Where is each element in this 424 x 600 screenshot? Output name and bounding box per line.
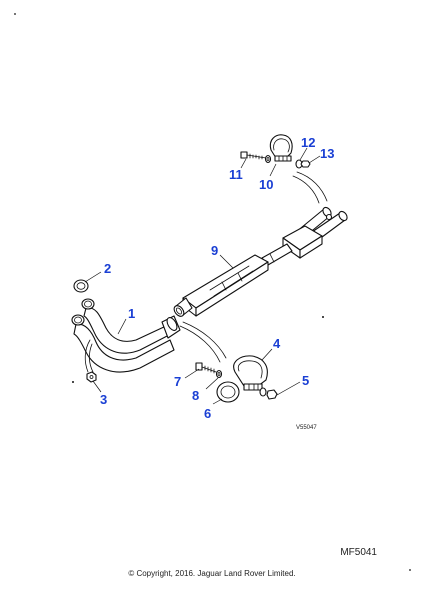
part-11-bolt bbox=[240, 151, 267, 160]
callout-1: 1 bbox=[128, 306, 135, 321]
part-7-bolt bbox=[195, 362, 217, 374]
callout-8: 8 bbox=[192, 388, 199, 403]
callout-5: 5 bbox=[302, 373, 309, 388]
callout-9: 9 bbox=[211, 243, 218, 258]
callout-12: 12 bbox=[301, 135, 315, 150]
callout-labels: 1 2 3 4 5 6 7 8 9 10 11 12 13 bbox=[100, 135, 334, 421]
callout-2: 2 bbox=[104, 261, 111, 276]
callout-4: 4 bbox=[273, 336, 281, 351]
part-12-clamp bbox=[269, 134, 293, 162]
part-8-washer bbox=[215, 369, 223, 379]
part-13-nut bbox=[295, 159, 311, 169]
callout-10: 10 bbox=[259, 177, 273, 192]
part-3-nut bbox=[86, 371, 97, 383]
callout-3: 3 bbox=[100, 392, 107, 407]
part-6-gasket bbox=[216, 381, 240, 403]
callout-11: 11 bbox=[229, 167, 243, 182]
part-10-washer bbox=[264, 154, 272, 164]
part-2-gasket bbox=[73, 279, 89, 293]
leader-lines bbox=[84, 147, 321, 405]
part-9-rear-silencer-section bbox=[173, 206, 348, 317]
callout-6: 6 bbox=[204, 406, 211, 421]
figure-code: MF5041 bbox=[340, 547, 377, 558]
part-5-nut-washer bbox=[259, 387, 278, 400]
callout-7: 7 bbox=[174, 374, 181, 389]
part-4-clamp bbox=[233, 355, 268, 391]
part-1-front-downpipes bbox=[71, 298, 181, 373]
callout-13: 13 bbox=[320, 146, 334, 161]
image-reference: V55047 bbox=[296, 425, 317, 431]
copyright-notice: © Copyright, 2016. Jaguar Land Rover Lim… bbox=[128, 569, 296, 578]
